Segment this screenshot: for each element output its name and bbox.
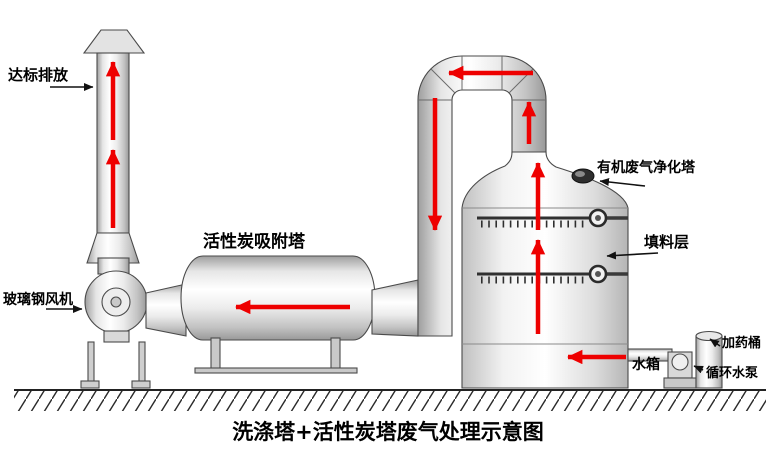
fan-hub bbox=[110, 296, 122, 308]
pump-volute bbox=[671, 353, 689, 371]
label-scrubber: 有机废气净化塔 bbox=[597, 159, 696, 176]
carbon-tower-shell bbox=[180, 255, 376, 341]
spray-flange-hub bbox=[595, 215, 601, 221]
fan-pedestal bbox=[103, 330, 130, 343]
pointer-scrubber bbox=[599, 178, 646, 187]
ground bbox=[14, 389, 766, 411]
label-packing: 填料层 bbox=[644, 233, 689, 251]
scrubber-shell bbox=[461, 151, 629, 389]
spray-header-lower bbox=[477, 264, 628, 284]
dome-manhole-highlight bbox=[575, 171, 585, 177]
fan-foot-left bbox=[80, 380, 100, 389]
label-water-tank: 水箱 bbox=[632, 356, 660, 373]
pointer-pump bbox=[693, 365, 704, 374]
carbon-adsorption-tower bbox=[180, 255, 376, 374]
pointer-dosing-barrel bbox=[709, 338, 721, 348]
spray-header-upper bbox=[477, 208, 628, 228]
circulating-pump bbox=[663, 351, 697, 389]
duct-joint bbox=[430, 68, 456, 94]
fan-inlet-duct-cone bbox=[145, 283, 187, 337]
fan-leg-left bbox=[87, 341, 95, 383]
diagram-title: 洗涤塔+活性炭塔废气处理示意图 bbox=[232, 420, 544, 444]
fan-leg-right bbox=[138, 341, 146, 383]
fan bbox=[80, 257, 151, 389]
label-pump: 循环水泵 bbox=[706, 365, 758, 381]
pointer-packing bbox=[606, 251, 659, 260]
spray-flange-hub bbox=[595, 271, 601, 277]
ground-hatch bbox=[14, 390, 766, 411]
label-pointers bbox=[46, 83, 721, 374]
flow-arrows bbox=[105, 61, 626, 365]
carbon-tower-skid bbox=[194, 367, 358, 374]
u-duct-shell bbox=[417, 55, 547, 337]
carbon-tower-leg-left bbox=[210, 337, 221, 372]
barrel-lid bbox=[695, 330, 723, 342]
label-carbon-tower: 活性炭吸附塔 bbox=[203, 231, 306, 252]
circulation-assembly bbox=[627, 330, 723, 389]
chimney-base-cone bbox=[86, 232, 140, 264]
label-dosing-barrel: 加药桶 bbox=[721, 335, 761, 351]
duct-reducer bbox=[371, 279, 419, 337]
carbon-tower-leg-right bbox=[330, 337, 341, 372]
pump-base bbox=[663, 377, 697, 389]
scrubber-tower bbox=[461, 151, 629, 389]
label-emission: 达标排放 bbox=[8, 66, 69, 84]
u-shaped-duct bbox=[417, 55, 547, 337]
fan-foot-right bbox=[131, 380, 151, 389]
label-fan: 玻璃钢风机 bbox=[3, 291, 73, 308]
